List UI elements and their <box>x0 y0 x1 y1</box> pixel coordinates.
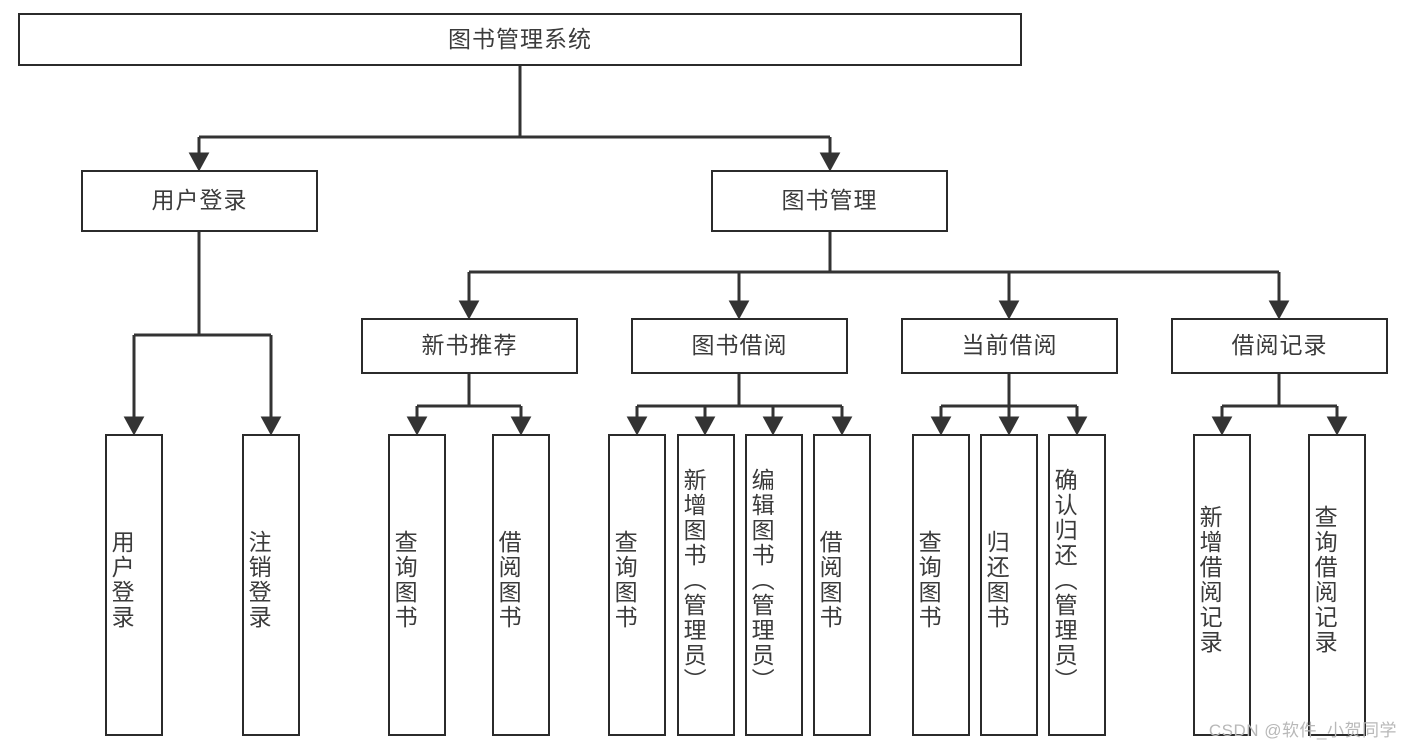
node-user-login[interactable]: 用户登录 <box>81 170 318 232</box>
csdn-watermark: CSDN @软件_小贺同学 <box>1208 721 1397 740</box>
leaf-new-book-query[interactable]: 查询图书 <box>388 434 446 736</box>
leaf-borrow-add-book-admin[interactable]: 新增图书（管理员） <box>677 434 735 736</box>
leaf-borrow-edit-book-admin[interactable]: 编辑图书（管理员） <box>745 434 803 736</box>
node-root-system[interactable]: 图书管理系统 <box>18 13 1022 66</box>
leaf-current-query-book[interactable]: 查询图书 <box>912 434 970 736</box>
node-borrow-record[interactable]: 借阅记录 <box>1171 318 1388 374</box>
node-new-book-recommend[interactable]: 新书推荐 <box>361 318 578 374</box>
leaf-new-book-borrow[interactable]: 借阅图书 <box>492 434 550 736</box>
leaf-user-login-signin[interactable]: 用户登录 <box>105 434 163 736</box>
leaf-record-add-record[interactable]: 新增借阅记录 <box>1193 434 1251 736</box>
leaf-current-return-book[interactable]: 归还图书 <box>980 434 1038 736</box>
leaf-borrow-borrow-book[interactable]: 借阅图书 <box>813 434 871 736</box>
node-book-borrow[interactable]: 图书借阅 <box>631 318 848 374</box>
leaf-borrow-query-book[interactable]: 查询图书 <box>608 434 666 736</box>
leaf-current-confirm-return-admin[interactable]: 确认归还（管理员） <box>1048 434 1106 736</box>
node-book-management[interactable]: 图书管理 <box>711 170 948 232</box>
leaf-user-login-signout[interactable]: 注销登录 <box>242 434 300 736</box>
node-current-borrow[interactable]: 当前借阅 <box>901 318 1118 374</box>
leaf-record-query-record[interactable]: 查询借阅记录 <box>1308 434 1366 736</box>
